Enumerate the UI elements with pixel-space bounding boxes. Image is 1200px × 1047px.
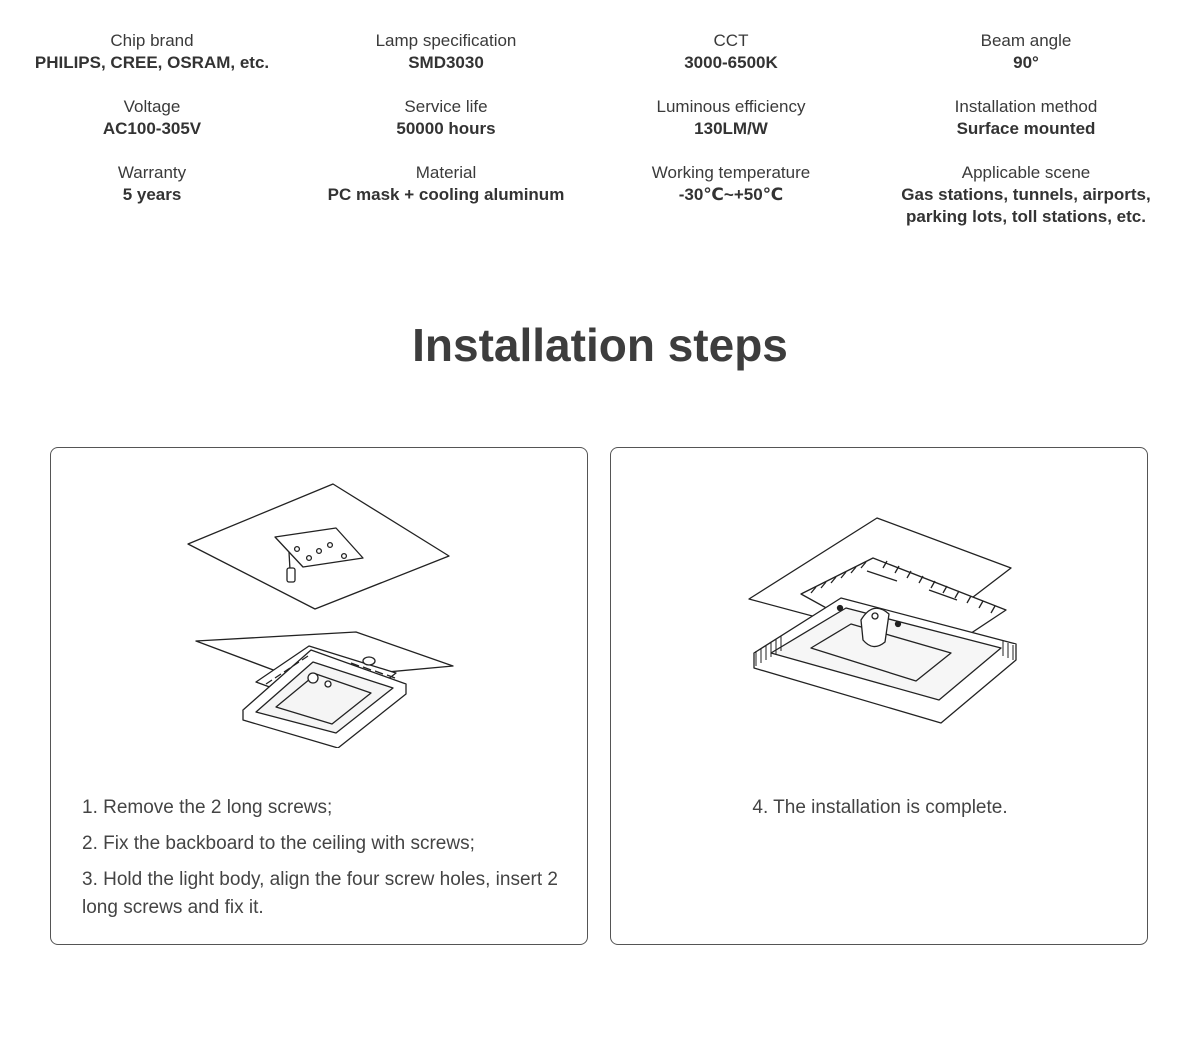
spec-value: 50000 hours (396, 119, 496, 138)
spec-material: Material PC mask + cooling aluminum (296, 162, 596, 206)
step-item-1: 1. Remove the 2 long screws; (82, 797, 333, 818)
spec-beam-angle: Beam angle 90° (876, 30, 1176, 74)
spec-label: Lamp specification (375, 31, 517, 50)
spec-label: Beam angle (980, 31, 1072, 50)
spec-label: Chip brand (110, 31, 194, 50)
spec-value: AC100-305V (102, 119, 202, 138)
spec-label: Luminous efficiency (656, 97, 806, 116)
spec-label: CCT (713, 31, 749, 50)
section-title: Installation steps (412, 319, 788, 371)
spec-label: Service life (404, 97, 488, 116)
spec-value: 3000-6500K (684, 53, 778, 72)
spec-label: Voltage (123, 97, 181, 116)
step-item-4: 4. The installation is complete. (752, 797, 1008, 818)
spec-chip-brand: Chip brand PHILIPS, CREE, OSRAM, etc. (2, 30, 302, 74)
installation-step-card-1: 1. Remove the 2 long screws; 2. Fix the … (50, 447, 588, 945)
spec-label: Warranty (117, 163, 187, 182)
spec-value: PC mask + cooling aluminum (327, 185, 565, 204)
spec-value: PHILIPS, CREE, OSRAM, etc. (34, 53, 270, 72)
installed-fixture-illustration (748, 517, 1017, 724)
spec-value: Surface mounted (956, 119, 1096, 138)
spec-luminous-efficiency: Luminous efficiency 130LM/W (581, 96, 881, 140)
spec-value: 130LM/W (694, 119, 768, 138)
spec-applicable-scene: Applicable scene Gas stations, tunnels, … (872, 162, 1180, 228)
spec-label: Working temperature (651, 163, 811, 182)
spec-service-life: Service life 50000 hours (296, 96, 596, 140)
step-list: 1. Remove the 2 long screws; 2. Fix the … (82, 794, 562, 930)
spec-value: Gas stations, tunnels, airports, parking… (901, 185, 1151, 226)
spec-installation-method: Installation method Surface mounted (876, 96, 1176, 140)
spec-cct: CCT 3000-6500K (581, 30, 881, 74)
spec-working-temperature: Working temperature -30℃~+50℃ (581, 162, 881, 206)
spec-label: Applicable scene (961, 163, 1091, 182)
step-item-3: 3. Hold the light body, align the four s… (82, 869, 558, 918)
installation-step-card-2: 4. The installation is complete. (610, 447, 1148, 945)
spec-warranty: Warranty 5 years (2, 162, 302, 206)
spec-voltage: Voltage AC100-305V (2, 96, 302, 140)
spec-lamp-specification: Lamp specification SMD3030 (296, 30, 596, 74)
spec-label: Material (415, 163, 477, 182)
spec-value: SMD3030 (408, 53, 484, 72)
spec-value: 5 years (122, 185, 182, 204)
spec-label: Installation method (954, 97, 1098, 116)
exploded-view-illustration (187, 483, 454, 748)
spec-value: 90° (1013, 53, 1039, 72)
step-item-2: 2. Fix the backboard to the ceiling with… (82, 833, 475, 854)
spec-value: -30℃~+50℃ (678, 185, 784, 204)
